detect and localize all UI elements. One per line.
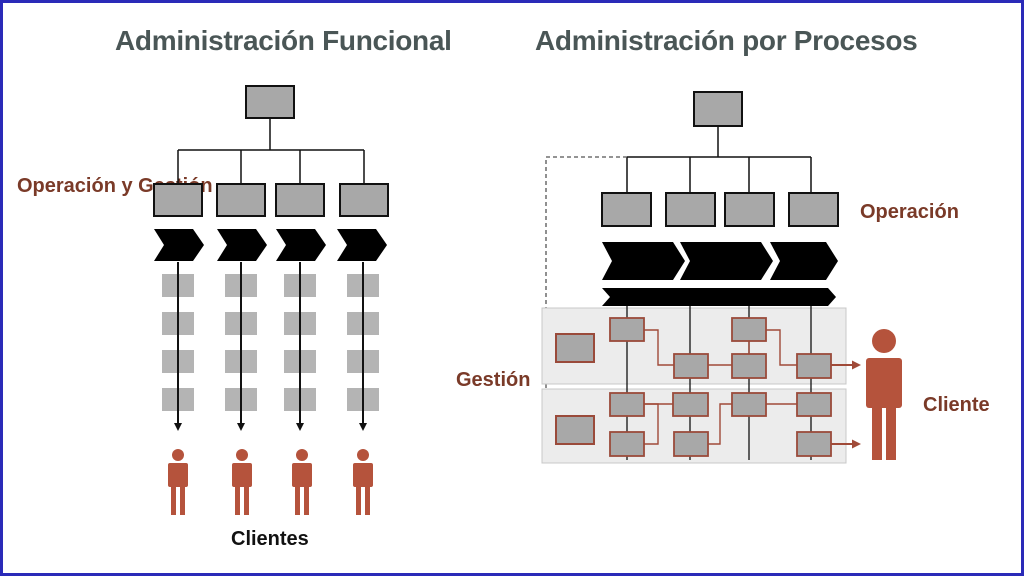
chevron-arrow-icon: [276, 229, 326, 261]
chevron-arrow-icon: [602, 288, 836, 306]
person-icon: [292, 449, 312, 515]
chevron-arrow-icon: [217, 229, 267, 261]
process-dept-box: [665, 192, 716, 227]
label-client: Cliente: [923, 394, 990, 416]
title-process: Administración por Procesos: [535, 25, 918, 56]
process-top-box: [693, 91, 743, 127]
chevron-arrow-icon: [770, 242, 838, 280]
chevron-arrow-icon: [680, 242, 773, 280]
functional-dept-box: [339, 183, 389, 217]
person-icon: [353, 449, 373, 515]
functional-dept-box: [153, 183, 203, 217]
person-icon: [232, 449, 252, 515]
process-dept-box: [724, 192, 775, 227]
process-dept-box: [788, 192, 839, 227]
chevron-arrow-icon: [602, 242, 685, 280]
functional-top-box: [245, 85, 295, 119]
process-dept-box: [601, 192, 652, 227]
functional-task-column: [284, 274, 316, 411]
functional-down-arrows: [174, 262, 367, 431]
management-box: [555, 415, 595, 445]
label-management: Gestión: [456, 369, 531, 391]
chevron-arrow-icon: [154, 229, 204, 261]
process-flow-lines: [612, 329, 797, 445]
process-tree-lines: [626, 126, 812, 193]
functional-dept-box: [216, 183, 266, 217]
functional-diagram: [153, 85, 389, 515]
chevron-arrow-icon: [337, 229, 387, 261]
title-functional: Administración Funcional: [115, 25, 452, 56]
management-box: [555, 333, 595, 363]
process-task-boxes: [609, 317, 832, 457]
label-operation: Operación: [860, 201, 959, 223]
functional-dept-box: [275, 183, 325, 217]
functional-tree-lines: [177, 118, 365, 184]
process-diagram: [541, 91, 902, 464]
person-icon: [866, 329, 902, 460]
person-icon: [168, 449, 188, 515]
label-clients: Clientes: [231, 528, 309, 550]
